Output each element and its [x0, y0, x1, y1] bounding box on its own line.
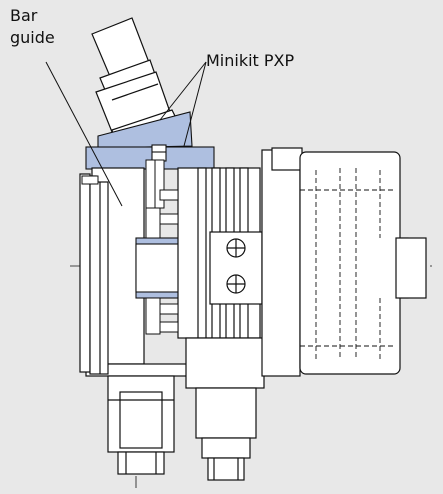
internal-details: [81, 159, 179, 335]
leader-lines: [45, 61, 207, 207]
bar-guide-label-line2: guide: [10, 28, 55, 47]
turret-body: [177, 167, 265, 481]
minikit-label: Minikit PXP: [206, 51, 295, 70]
right-drum: [261, 147, 427, 377]
bar-guide-plate: [79, 173, 109, 375]
minikit-plate: [85, 111, 215, 170]
bar-guide-label-line1: Bar: [10, 6, 38, 25]
right-drum-hidden-lines: [300, 168, 396, 360]
